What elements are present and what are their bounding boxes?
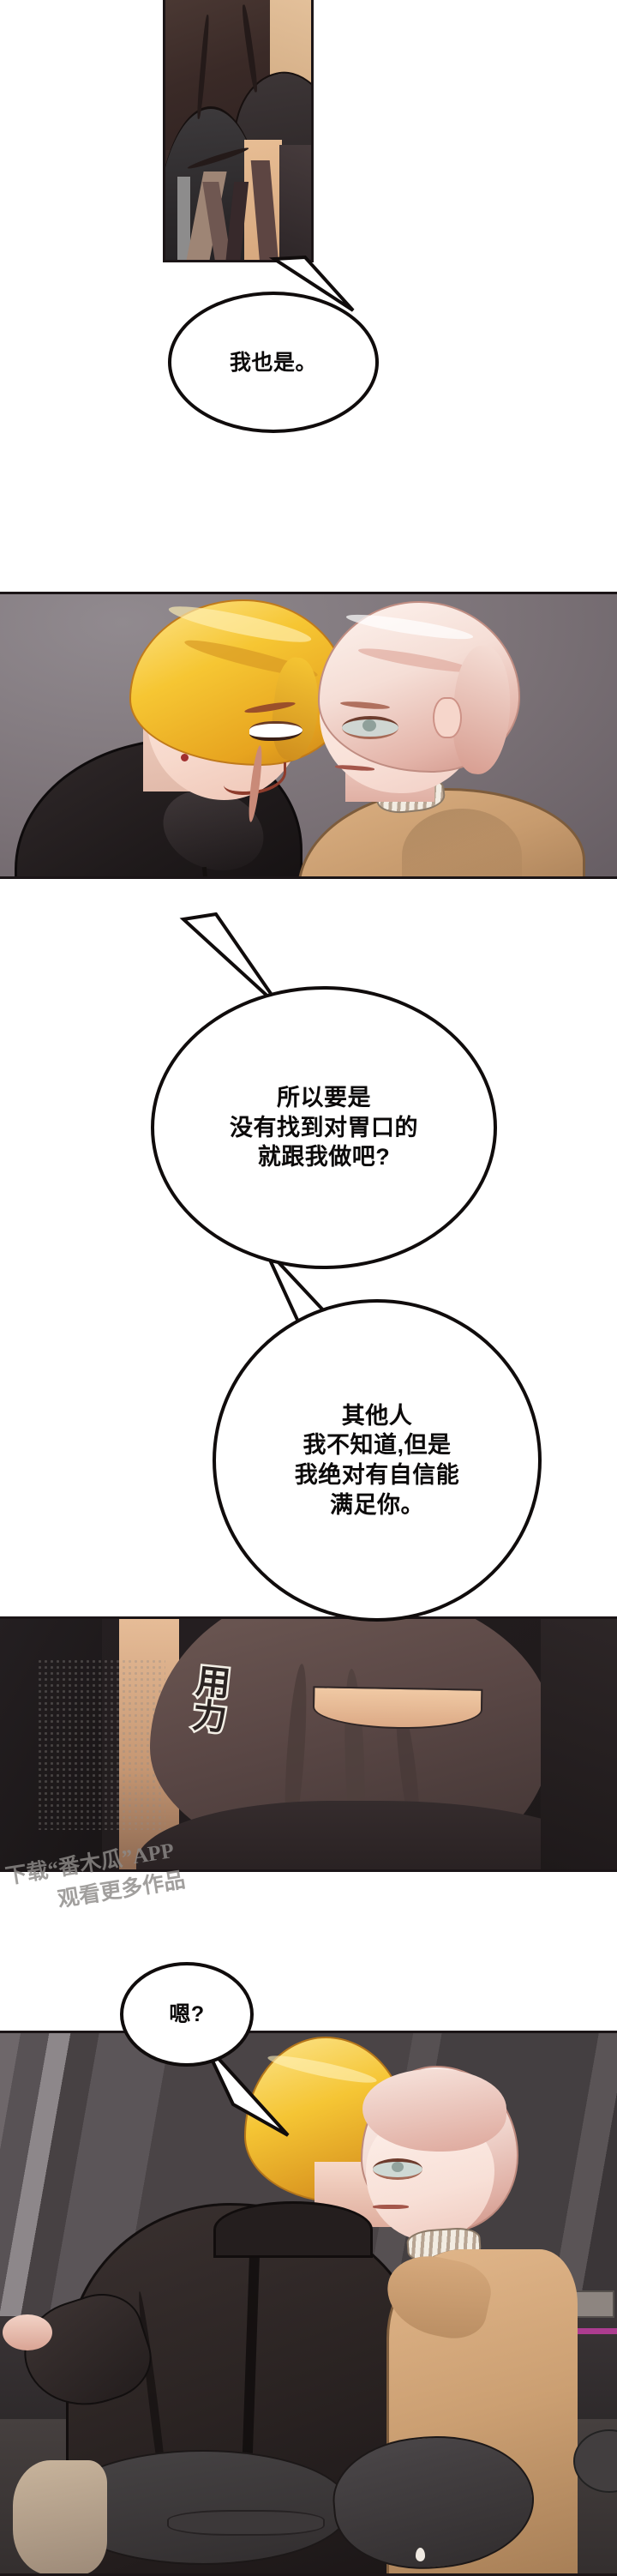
pinkhair-pupil bbox=[362, 719, 376, 731]
panel4-droplet bbox=[416, 2548, 425, 2561]
pinkhair-ear bbox=[433, 697, 462, 738]
comic-panel-1 bbox=[163, 0, 314, 262]
comic-panel-2 bbox=[0, 592, 617, 879]
panel3-right-dark bbox=[541, 1619, 617, 1869]
comic-panel-3 bbox=[0, 1616, 617, 1872]
panel1-grey-strip bbox=[177, 176, 190, 260]
panel4-pinkhair-pupil bbox=[392, 2162, 404, 2172]
bubble-4-text: 嗯? bbox=[169, 2002, 205, 2026]
pinkhair-coat-fold bbox=[402, 809, 522, 876]
bubble-3-text: 其他人 我不知道,但是 我绝对有自信能 满足你。 bbox=[294, 1402, 460, 1518]
panel4-blonde-hand bbox=[3, 2314, 52, 2350]
sfx-grip-text: 用力 bbox=[183, 1659, 232, 1736]
blonde-eye bbox=[249, 721, 303, 741]
panel3-left-dark bbox=[0, 1619, 102, 1869]
panel3-texture-dots bbox=[37, 1658, 165, 1830]
blonde-earring-2 bbox=[181, 754, 189, 761]
panel4-stool-slot bbox=[167, 2510, 325, 2536]
speech-bubble-1: 我也是。 bbox=[168, 292, 379, 433]
panel4-cushion-left bbox=[13, 2460, 107, 2573]
bubble-1-tail bbox=[268, 255, 355, 312]
panel1-dark-strip-3 bbox=[279, 145, 311, 260]
panel4-pinkhair-mouth bbox=[373, 2205, 409, 2209]
speech-bubble-3: 其他人 我不知道,但是 我绝对有自信能 满足你。 bbox=[213, 1299, 542, 1622]
speech-bubble-4: 嗯? bbox=[120, 1962, 254, 2067]
speech-bubble-2: 所以要是 没有找到对胃口的 就跟我做吧? bbox=[151, 986, 497, 1269]
panel4-pinkhair-bangs bbox=[362, 2069, 506, 2152]
bubble-1-text: 我也是。 bbox=[229, 350, 317, 375]
bubble-2-text: 所以要是 没有找到对胃口的 就跟我做吧? bbox=[230, 1085, 418, 1171]
panel4-jacket-collar bbox=[213, 2201, 373, 2258]
bubble-2-tail bbox=[179, 912, 283, 1010]
comic-panel-4 bbox=[0, 2031, 617, 2576]
bubble-4-tail bbox=[202, 2041, 290, 2137]
